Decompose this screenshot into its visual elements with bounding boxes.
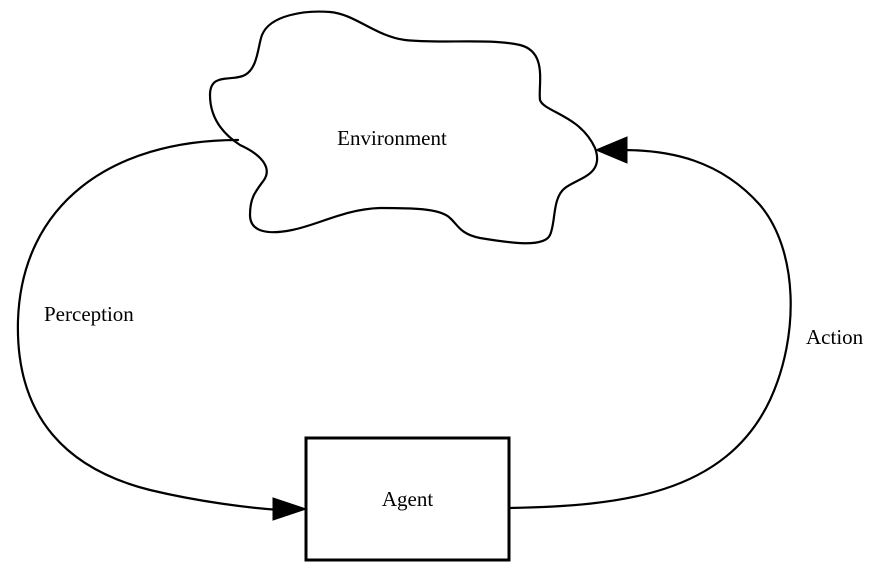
action-arrowhead	[594, 136, 628, 164]
environment-cloud	[208, 10, 599, 245]
perception-arrowhead	[272, 497, 308, 521]
perception-arrow-line	[16, 138, 282, 512]
perception-label: Perception	[44, 302, 134, 326]
agent-box	[304, 436, 511, 562]
agent-node: Agent	[304, 436, 511, 562]
agent-label: Agent	[382, 487, 433, 511]
environment-node: Environment	[208, 10, 599, 245]
action-edge	[507, 136, 792, 510]
action-arrow-line	[507, 148, 792, 510]
action-label: Action	[806, 325, 864, 349]
environment-label: Environment	[337, 126, 447, 150]
perception-edge	[16, 138, 308, 521]
